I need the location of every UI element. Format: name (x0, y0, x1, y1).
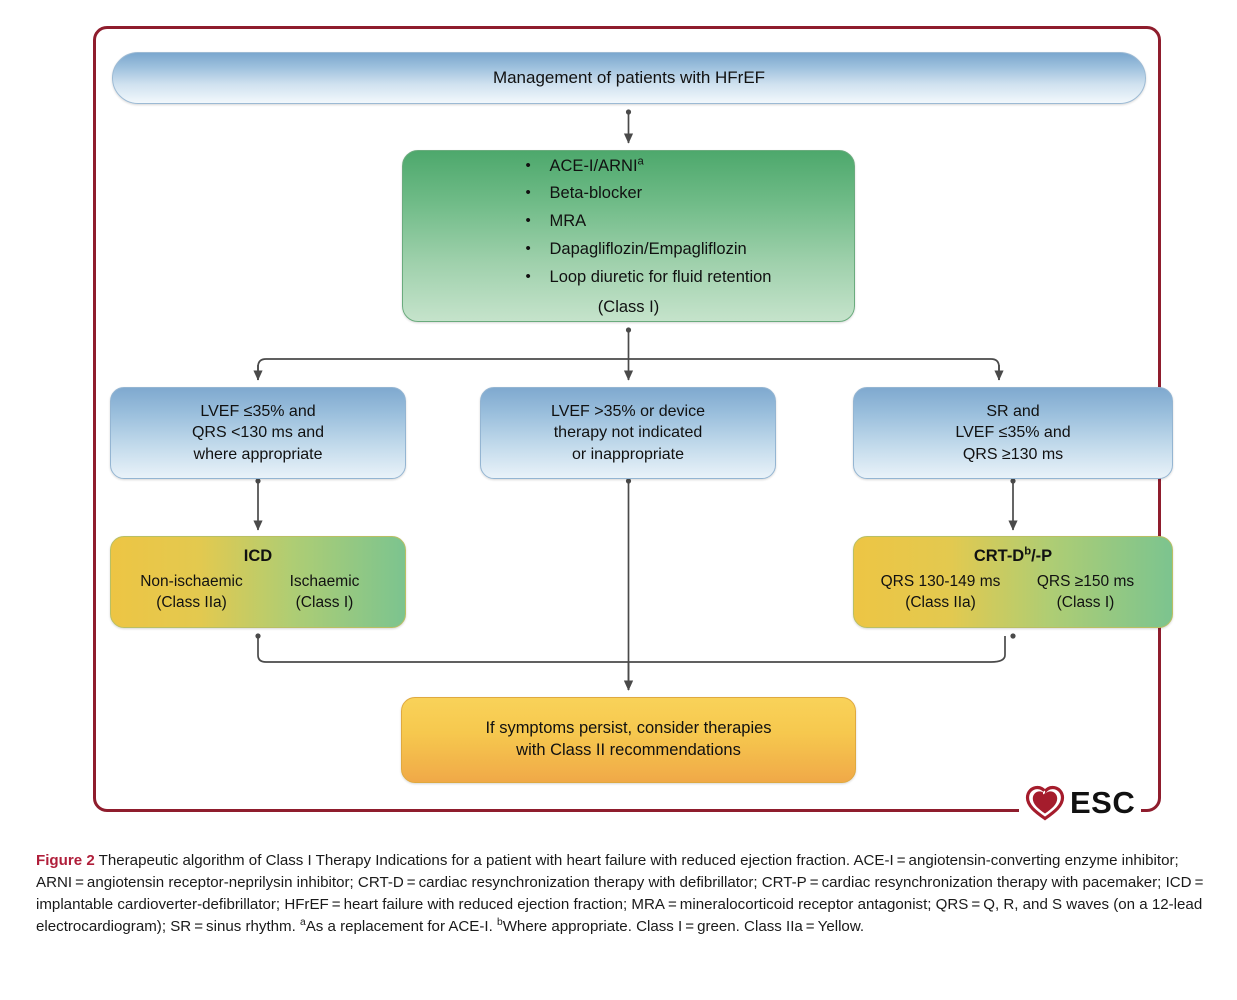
device-option: QRS 130-149 ms (880, 572, 1001, 590)
flow-title-bar: Management of patients with HFrEF (112, 52, 1146, 104)
bullet-icon: • (525, 156, 531, 174)
device-title-text: ICD (243, 547, 273, 565)
list-item: • MRA (498, 211, 772, 233)
list-item: • Dapagliflozin/Empagliflozin (498, 239, 772, 261)
caption-body-3: Where appropriate. Class I = green. Clas… (502, 918, 865, 936)
device-class: (Class I) (1056, 593, 1115, 611)
device-option: Ischaemic (289, 572, 360, 590)
esc-logo-text: ESC (1070, 785, 1136, 820)
esc-heart-icon (1025, 785, 1065, 821)
bullet-icon: • (525, 240, 531, 257)
medication-box: • ACE-I/ARNIa • Beta-blocker • MRA • Dap… (402, 150, 855, 322)
outcome-box: If symptoms persist, consider therapies … (401, 697, 856, 783)
medication-label: Loop diuretic for fluid retention (549, 267, 772, 286)
criteria-line: SR and (986, 403, 1040, 421)
device-title: CRT-Db/-P (974, 546, 1052, 568)
list-item: • Loop diuretic for fluid retention (498, 267, 772, 289)
criteria-line: where appropriate (193, 445, 323, 463)
caption-body-2: As a replacement for ACE-I. (305, 918, 497, 936)
criteria-box-middle: LVEF >35% or device therapy not indicate… (480, 387, 776, 479)
medication-label: ACE-I/ARNI (549, 156, 638, 175)
criteria-line: QRS ≥130 ms (962, 445, 1064, 463)
device-class: (Class IIa) (905, 593, 976, 611)
list-item: • ACE-I/ARNIa (498, 156, 772, 178)
device-class: (Class IIa) (156, 593, 227, 611)
criteria-line: or inappropriate (571, 445, 685, 463)
criteria-line: LVEF ≤35% and (200, 403, 316, 421)
list-item: • Beta-blocker (498, 183, 772, 205)
device-title-text: CRT-D (973, 547, 1025, 565)
bullet-icon: • (525, 267, 531, 285)
device-column-left: Non-ischaemic (Class IIa) (125, 572, 258, 614)
bullet-icon: • (525, 212, 531, 230)
flow-title-text: Management of patients with HFrEF (492, 67, 766, 87)
device-box-crt: CRT-Db/-P QRS 130-149 ms (Class IIa) QRS… (853, 536, 1173, 628)
criteria-line: QRS <130 ms and (191, 424, 325, 442)
device-column-right: QRS ≥150 ms (Class I) (1013, 572, 1158, 614)
medication-label: Beta-blocker (549, 184, 643, 203)
esc-logo: ESC (1019, 785, 1142, 821)
medication-label: Dapagliflozin/Empagliflozin (549, 240, 747, 258)
outcome-line: with Class II recommendations (516, 741, 741, 759)
medication-class-label: (Class I) (597, 297, 660, 316)
footnote-marker: a (637, 155, 644, 168)
criteria-box-right: SR and LVEF ≤35% and QRS ≥130 ms (853, 387, 1173, 479)
outcome-line: If symptoms persist, consider therapies (485, 719, 772, 738)
device-class: (Class I) (295, 593, 354, 611)
device-columns: QRS 130-149 ms (Class IIa) QRS ≥150 ms (… (854, 572, 1172, 614)
figure-caption: Figure 2 Therapeutic algorithm of Class … (36, 850, 1216, 938)
criteria-line: LVEF >35% or device (550, 403, 705, 421)
figure-label: Figure 2 (36, 852, 95, 869)
caption-body-1: Therapeutic algorithm of Class I Therapy… (36, 852, 1207, 936)
bullet-icon: • (525, 184, 531, 202)
device-columns: Non-ischaemic (Class IIa) Ischaemic (Cla… (111, 572, 405, 614)
criteria-line: LVEF ≤35% and (955, 424, 1071, 442)
device-title-suffix: /-P (1031, 547, 1053, 565)
device-title: ICD (244, 546, 272, 568)
footnote-marker-b: b (496, 917, 503, 929)
device-column-left: QRS 130-149 ms (Class IIa) (868, 572, 1013, 614)
footnote-marker-a: a (300, 917, 306, 929)
device-box-icd: ICD Non-ischaemic (Class IIa) Ischaemic … (110, 536, 406, 628)
device-column-right: Ischaemic (Class I) (258, 572, 391, 614)
criteria-line: therapy not indicated (553, 424, 703, 442)
medication-list: • ACE-I/ARNIa • Beta-blocker • MRA • Dap… (486, 156, 772, 295)
medication-label: MRA (549, 212, 587, 231)
device-option: QRS ≥150 ms (1036, 572, 1135, 590)
footnote-marker: b (1024, 545, 1032, 558)
criteria-box-left: LVEF ≤35% and QRS <130 ms and where appr… (110, 387, 406, 479)
device-option: Non-ischaemic (140, 572, 243, 590)
